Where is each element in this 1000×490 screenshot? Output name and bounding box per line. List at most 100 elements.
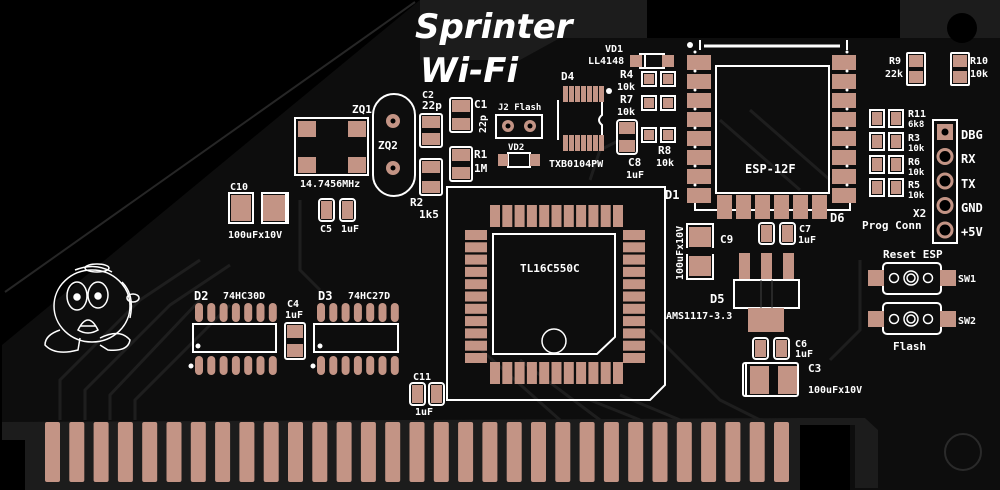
pad-outline xyxy=(869,132,885,151)
button-flash[interactable]: Flash SW2 xyxy=(868,302,976,353)
soic-pad xyxy=(366,303,375,322)
pin-marker xyxy=(693,50,697,54)
uart-pad xyxy=(623,279,645,290)
label-pin-5v: +5V xyxy=(961,225,983,239)
resistor-r9: R9 22k xyxy=(885,52,926,86)
uart-pad xyxy=(465,303,487,314)
edge-finger xyxy=(263,422,279,482)
label-c7: C7 xyxy=(799,224,811,235)
crystal-zq1: ZQ1 14.7456MHz xyxy=(294,103,372,190)
label-r5-value: 10k xyxy=(908,191,925,201)
capacitor-c9: C9 100uFx10V xyxy=(675,223,733,280)
pin-marker xyxy=(693,88,697,92)
uart-pad xyxy=(623,316,645,327)
edge-finger xyxy=(774,422,789,482)
diode-vd1: VD1 LL4148 xyxy=(588,44,674,69)
ic-pad xyxy=(581,86,586,102)
label-d1: D1 xyxy=(665,188,679,202)
label-uart: TL16C550C xyxy=(520,262,580,275)
edge-finger xyxy=(93,422,109,482)
esp-pad xyxy=(687,169,711,184)
edge-finger xyxy=(336,422,352,482)
soic-pad xyxy=(231,356,240,375)
label-r8: R8 xyxy=(658,144,671,157)
uart-pad xyxy=(465,316,487,327)
uart-pad xyxy=(623,254,645,265)
label-r2-value: 1k5 xyxy=(419,208,439,221)
label-r11: R11 xyxy=(908,109,926,120)
uart-pad xyxy=(563,362,574,384)
edge-finger xyxy=(45,422,60,482)
soic-pad xyxy=(231,303,240,322)
esp-pad xyxy=(793,195,808,219)
label-r4-value: 10k xyxy=(617,82,635,93)
soic-pad xyxy=(207,303,216,322)
pad-outline xyxy=(888,155,904,174)
edge-finger xyxy=(458,422,474,482)
pin-marker xyxy=(845,145,849,149)
esp-pad xyxy=(832,55,856,70)
label-c3: C3 xyxy=(808,362,821,375)
edge-finger xyxy=(360,422,376,482)
capacitor-c11: C11 1uF xyxy=(409,372,445,418)
ic-pad xyxy=(575,135,580,151)
uart-pad xyxy=(600,205,611,227)
resistor-r1: R1 1M xyxy=(449,146,488,182)
label-x2-value: Prog Conn xyxy=(862,219,922,232)
label-c2-value: 22p xyxy=(422,99,442,112)
label-c10: C10 xyxy=(230,182,248,193)
label-c4-value: 1uF xyxy=(285,310,303,321)
board-edge-line xyxy=(4,1,416,293)
uart-pad xyxy=(526,205,537,227)
button-reset-esp[interactable]: Reset ESP SW1 xyxy=(868,248,976,295)
pad-outline xyxy=(869,109,885,128)
soic-pad xyxy=(219,303,228,322)
esp-pad xyxy=(832,74,856,89)
resistor-pad xyxy=(891,135,901,148)
uart-pad xyxy=(539,362,550,384)
label-r10: R10 xyxy=(970,56,988,67)
edge-finger xyxy=(166,422,182,482)
soic-pad xyxy=(219,356,228,375)
jumper-j2[interactable]: J2 Flash xyxy=(495,103,543,139)
uart-pad xyxy=(465,328,487,339)
label-c8: C8 xyxy=(628,156,641,169)
ic-d2: D2 74HC30D xyxy=(188,289,277,375)
label-r4: R4 xyxy=(620,68,634,81)
label-c3-value: 100uFx10V xyxy=(808,385,862,396)
ic-d3: D3 74HC27D xyxy=(310,289,399,375)
resistor-pad xyxy=(872,112,882,125)
label-sw2: SW2 xyxy=(958,316,976,327)
label-r9: R9 xyxy=(889,56,901,67)
pin-marker xyxy=(693,107,697,111)
ic-pad xyxy=(581,135,586,151)
board-subtitle: Wi-Fi xyxy=(420,51,519,91)
regulator-d5: D5 AMS1117-3.3 xyxy=(666,253,800,332)
esp-pad xyxy=(774,195,789,219)
module-esp12f: ESP-12F D1 D6 xyxy=(665,40,856,225)
connector-x2[interactable]: DBG RX TX GND +5V X2 Prog Conn xyxy=(862,119,983,244)
crystal-zq2: ZQ2 xyxy=(372,93,416,197)
resistor-pad xyxy=(872,181,882,194)
label-pin-rx: RX xyxy=(961,152,976,166)
label-r6: R6 xyxy=(908,157,920,168)
label-c4: C4 xyxy=(287,299,299,310)
resistor-pad xyxy=(891,158,901,171)
soic-pad xyxy=(195,356,203,375)
soic-pad xyxy=(378,356,387,375)
uart-pad xyxy=(623,242,645,253)
edge-finger xyxy=(652,422,668,482)
label-d5-value: AMS1117-3.3 xyxy=(666,311,732,322)
uart-pad xyxy=(623,328,645,339)
soic-pad xyxy=(317,303,325,322)
edge-finger xyxy=(190,422,206,482)
label-r5: R5 xyxy=(908,180,920,191)
label-r2: R2 xyxy=(410,196,423,209)
ic-pad xyxy=(599,86,604,102)
soic-pad xyxy=(195,303,203,322)
label-c11: C11 xyxy=(413,372,431,383)
uart-pad xyxy=(465,340,487,351)
label-reset-esp: Reset ESP xyxy=(883,248,943,261)
pad-outline xyxy=(869,155,885,174)
uart-pad xyxy=(576,362,587,384)
